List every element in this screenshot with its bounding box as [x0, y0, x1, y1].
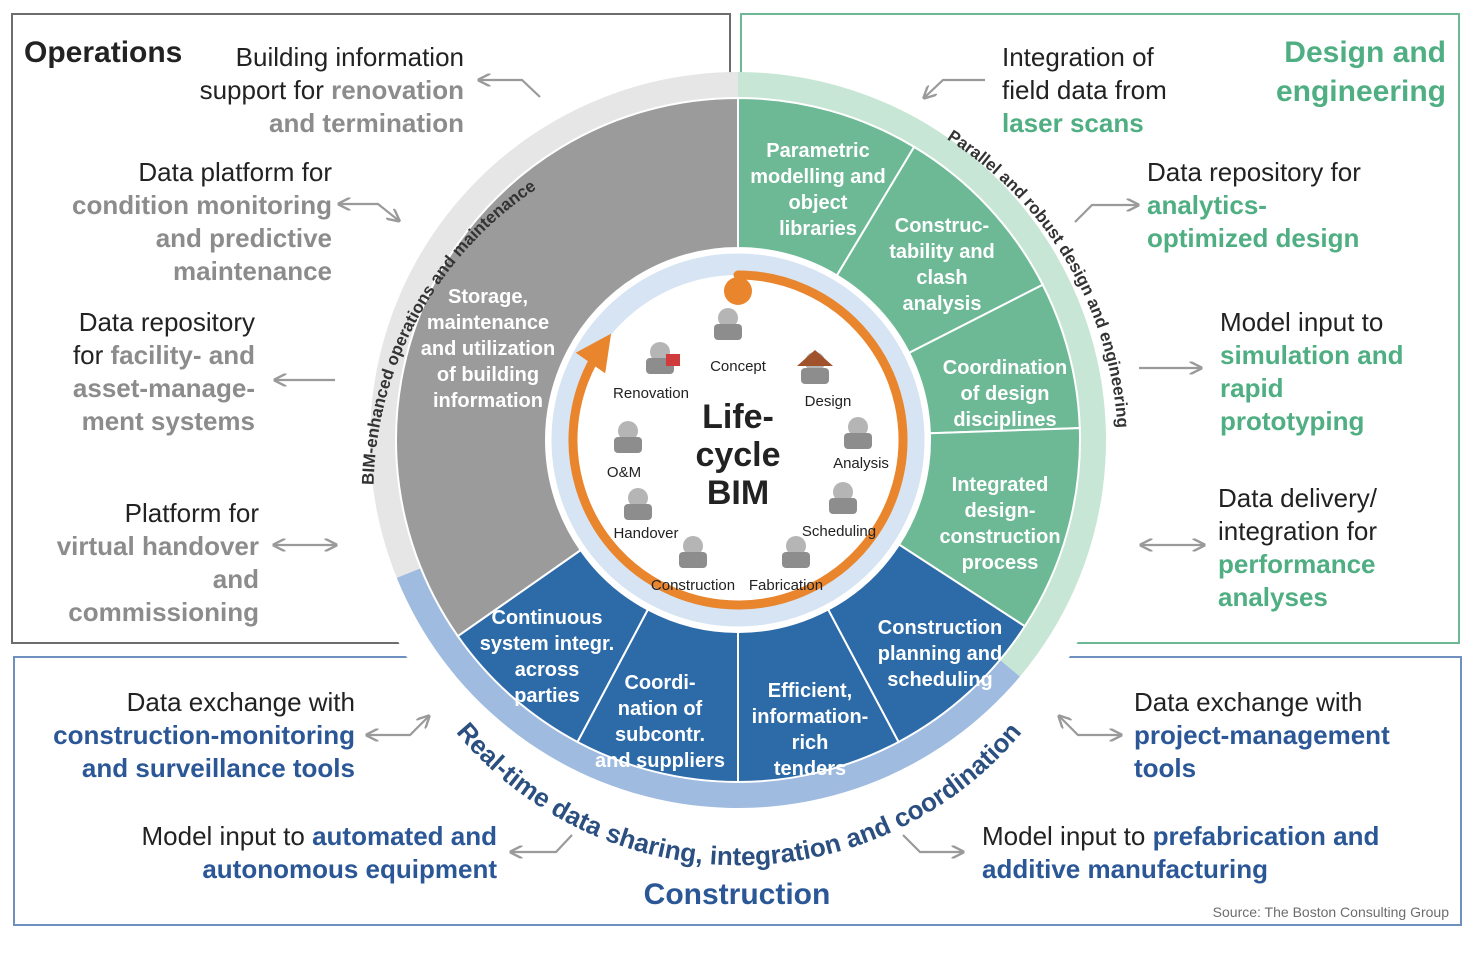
phase-om: O&M	[607, 421, 642, 481]
phase-label: Design	[805, 393, 852, 410]
ring-band-construction	[396, 568, 1020, 808]
phase-handover: Handover	[613, 488, 679, 542]
connector-arrow-11	[1060, 717, 1120, 735]
lifecycle-arrow	[568, 270, 908, 610]
maintenance-icon	[614, 421, 642, 453]
fabrication-icon	[782, 536, 810, 568]
lifecycle-phases: ConceptDesignAnalysisSchedulingFabricati…	[607, 308, 889, 594]
phase-label: Fabrication	[749, 577, 823, 594]
phase-label: Concept	[710, 358, 767, 375]
lifecycle-start-dot	[724, 277, 752, 305]
connector-arrow-10	[512, 834, 573, 852]
phase-fabrication: Fabrication	[749, 536, 823, 594]
phase-label: Scheduling	[802, 523, 876, 540]
phase-analysis: Analysis	[833, 417, 889, 472]
phase-construction: Construction	[651, 536, 735, 594]
connector-arrows	[275, 80, 1203, 852]
phase-renovation: Renovation	[613, 342, 689, 402]
concept-icon	[714, 308, 742, 340]
phase-label: O&M	[607, 464, 641, 481]
ring-band-design	[738, 72, 1107, 677]
ring-band-operations	[370, 72, 738, 578]
construction-icon	[679, 536, 707, 568]
phase-scheduling: Scheduling	[802, 482, 876, 540]
handover-icon	[624, 488, 652, 520]
outer-ring	[370, 72, 1107, 808]
phase-concept: Concept	[710, 308, 767, 375]
connector-arrow-12	[902, 834, 962, 852]
connector-arrow-6	[1074, 205, 1137, 223]
operations-title: Operations	[24, 36, 182, 69]
segment-construction-4	[456, 548, 650, 744]
construction-title: Construction	[644, 878, 831, 911]
renovation-icon	[646, 342, 680, 374]
phase-label: Analysis	[833, 455, 889, 472]
phase-label: Construction	[651, 577, 735, 594]
phase-design: Design	[797, 350, 851, 410]
connector-arrow-5	[925, 78, 985, 97]
scheduling-icon	[829, 482, 857, 514]
phase-label: Renovation	[613, 385, 689, 402]
phase-label: Handover	[613, 525, 678, 542]
connector-arrow-2	[340, 204, 398, 220]
connector-arrow-1	[480, 80, 541, 98]
source-note: Source: The Boston Consulting Group	[1213, 904, 1450, 920]
connector-arrow-9	[368, 717, 428, 735]
segment-operations	[395, 96, 739, 638]
analysis-icon	[844, 417, 872, 449]
house-icon	[797, 350, 833, 384]
